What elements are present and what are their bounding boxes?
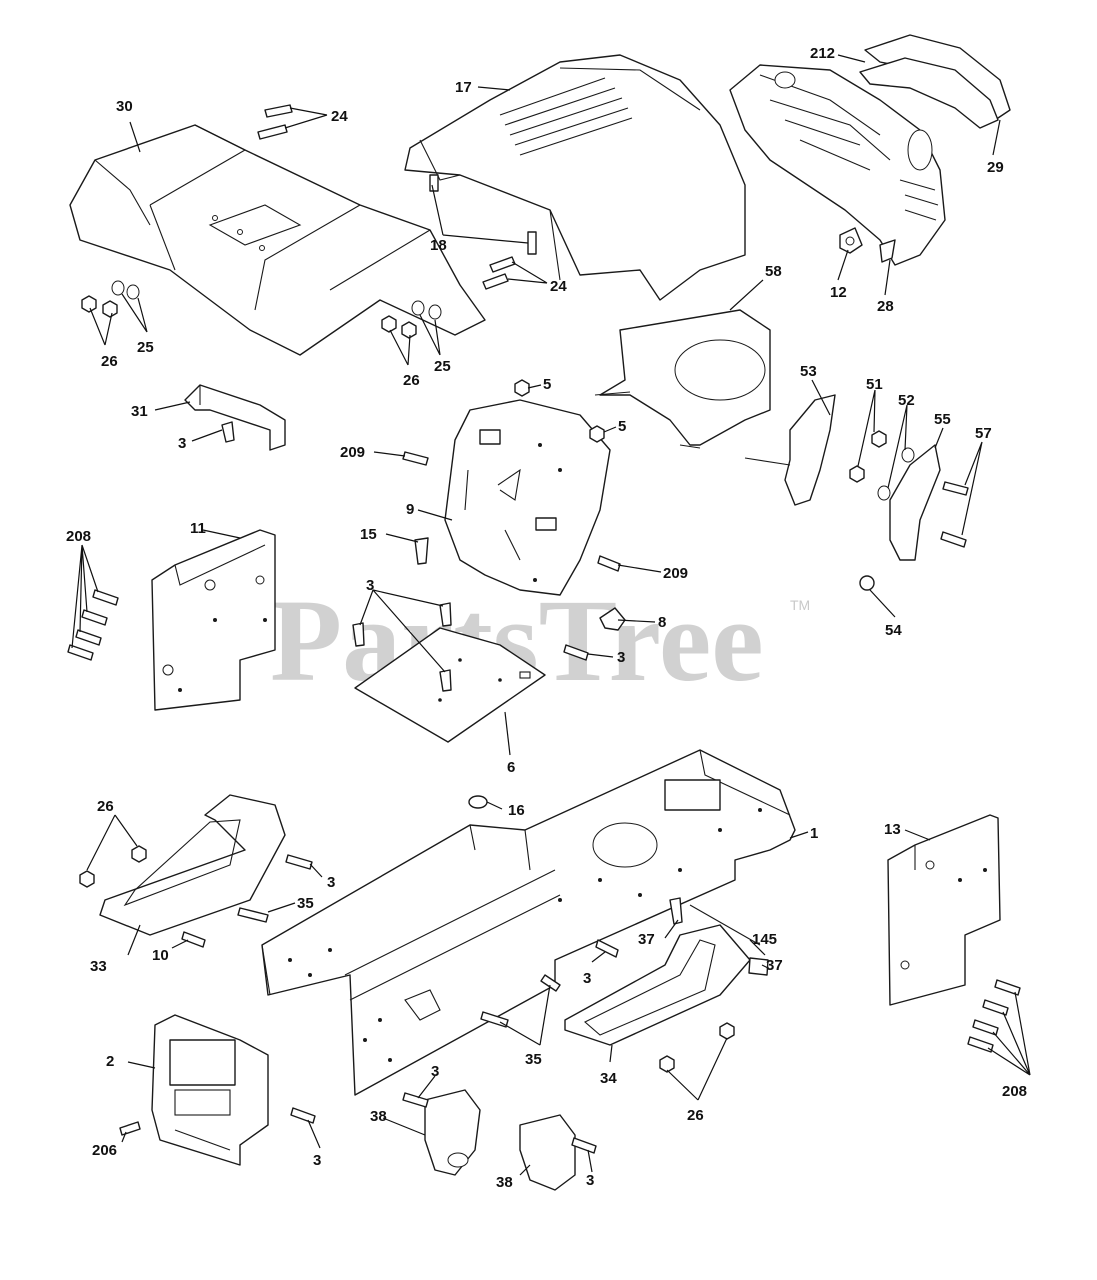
callout-209: 209 [663,565,688,582]
callout-55: 55 [934,411,951,428]
callout-35: 35 [525,1051,542,1068]
callout-24: 24 [331,108,348,125]
callout-206: 206 [92,1142,117,1159]
callout-25: 25 [137,339,154,356]
part-9-panel [444,399,611,596]
part-5-nut-1 [514,379,530,397]
callout-37: 37 [766,957,783,974]
part-29-lens [859,34,1011,129]
callout-33: 33 [90,958,107,975]
callout-3: 3 [366,577,374,594]
callout-3: 3 [586,1172,594,1189]
callout-5: 5 [543,376,551,393]
callout-53: 53 [800,363,817,380]
part-31-bracket [184,384,286,451]
callout-31: 31 [131,403,148,420]
callout-3: 3 [583,970,591,987]
callout-9: 9 [406,501,414,518]
part-28-clip [879,239,896,263]
part-11-plate [151,529,276,711]
callout-29: 29 [987,159,1004,176]
watermark-trademark: TM [790,597,810,613]
callout-12: 12 [830,284,847,301]
part-30-fender [69,124,486,356]
callout-58: 58 [765,263,782,280]
part-1-frame [261,749,796,1096]
callout-6: 6 [507,759,515,776]
callout-34: 34 [600,1070,617,1087]
callout-2: 2 [106,1053,114,1070]
part-212-grille [729,64,946,266]
part-55-bracket [889,444,941,561]
callout-26: 26 [97,798,114,815]
part-58-dash [594,309,771,449]
part-5-nut-2 [589,425,605,443]
callout-145: 145 [752,931,777,948]
callout-3: 3 [313,1152,321,1169]
part-18-pin-2 [429,174,439,192]
part-17-hood [404,54,746,301]
part-8-clip [599,607,626,631]
callout-209: 209 [340,444,365,461]
callout-51: 51 [866,376,883,393]
part-33-footrest [99,794,286,936]
part-53-bracket [744,394,836,506]
callout-5: 5 [618,418,626,435]
callout-25: 25 [434,358,451,375]
part-12-bracket [839,227,863,254]
callout-38: 38 [496,1174,513,1191]
callout-52: 52 [898,392,915,409]
callout-labels: 30 24 17 212 29 18 24 12 28 58 26 25 26 … [66,45,1027,1191]
callout-3: 3 [178,435,186,452]
callout-3: 3 [431,1063,439,1080]
part-38-casting-2 [519,1114,576,1191]
callout-35: 35 [297,895,314,912]
part-13-plate [887,814,1001,1006]
callout-3: 3 [327,874,335,891]
callout-15: 15 [360,526,377,543]
part-2-bracket [151,1014,269,1166]
callout-37: 37 [638,931,655,948]
callout-26: 26 [101,353,118,370]
callout-30: 30 [116,98,133,115]
callout-11: 11 [190,520,206,537]
callout-26: 26 [403,372,420,389]
callout-208: 208 [66,528,91,545]
callout-54: 54 [885,622,902,639]
callout-3: 3 [617,649,625,666]
callout-18: 18 [430,237,447,254]
leader-lines [71,54,1031,1176]
callout-24: 24 [550,278,567,295]
callout-28: 28 [877,298,894,315]
callout-38: 38 [370,1108,387,1125]
callout-212: 212 [810,45,835,62]
callout-13: 13 [884,821,901,838]
callout-16: 16 [508,802,525,819]
callout-1: 1 [810,825,818,842]
callout-26: 26 [687,1107,704,1124]
part-18-pin [527,231,537,255]
callout-208: 208 [1002,1083,1027,1100]
callout-8: 8 [658,614,666,631]
part-16-grommet [468,795,488,809]
callout-57: 57 [975,425,992,442]
callout-10: 10 [152,947,169,964]
hardware [67,104,1021,1154]
callout-17: 17 [455,79,472,96]
